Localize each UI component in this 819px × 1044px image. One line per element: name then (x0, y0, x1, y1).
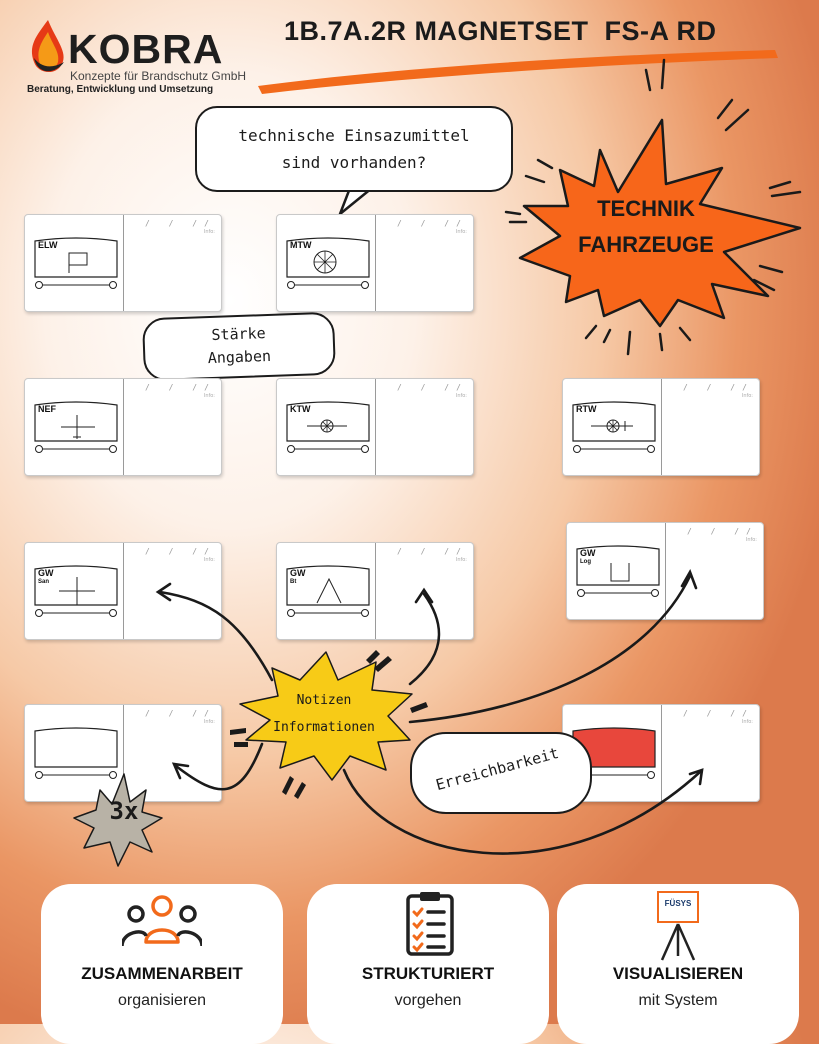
card-slashes: / / // (687, 527, 758, 536)
card-info-label: Info: (203, 719, 215, 725)
card-slashes: / / // (145, 709, 216, 718)
speech-bubble-technik: technische Einsazumittel sind vorhanden? (195, 106, 513, 192)
logo-wordmark: KOBRA (68, 26, 224, 72)
vehicle-label: MTW (290, 240, 312, 250)
card-info-label: Info: (745, 537, 757, 543)
vehicle-label: KTW (290, 404, 311, 414)
feature-title: ZUSAMMENARBEIT (81, 964, 243, 983)
vehicle-card-blank: / / // Info: (24, 704, 222, 802)
card-info-label: Info: (203, 229, 215, 235)
easel-brand-text: FÜSYS (665, 899, 692, 908)
card-info-label: Info: (741, 719, 753, 725)
vehicle-label: ELW (38, 240, 58, 250)
card-info-label: Info: (455, 393, 467, 399)
feature-title: STRUKTURIERT (361, 964, 495, 983)
card-info-label: Info: (203, 393, 215, 399)
card-slashes: / / // (683, 709, 754, 718)
count-badge: 3x (109, 797, 139, 825)
team-icon (122, 895, 202, 947)
vehicle-label: NEF (38, 404, 56, 414)
vehicle-card-mtw: / / // Info: MTW (276, 214, 474, 312)
feature-subtitle: mit System (638, 992, 718, 1009)
logo-subtitle: Konzepte für Brandschutz GmbH (70, 69, 247, 83)
card-slashes: / / // (145, 219, 216, 228)
informationen-label: Informationen (273, 720, 375, 735)
feature-card-zusammenarbeit: ZUSAMMENARBEIT organisieren (41, 884, 283, 1044)
vehicle-label: RTW (576, 404, 597, 414)
bubble-text: Erreichbarkeit (433, 743, 561, 795)
speech-bubble-staerke: Stärke Angaben (141, 311, 337, 382)
card-slashes: / / // (145, 547, 216, 556)
bubble-text: sind vorhanden? (281, 153, 427, 172)
page-title: 1B.7A.2R MAGNETSET FS-A RD (284, 16, 717, 46)
notizen-label: Notizen (296, 693, 352, 708)
card-slashes: / / // (397, 383, 468, 392)
feature-card-strukturiert: STRUKTURIERT vorgehen (307, 884, 549, 1044)
vehicle-card-nef: / / // Info: NEF (24, 378, 222, 476)
card-info-label: Info: (455, 557, 467, 563)
card-slashes: / / // (145, 383, 216, 392)
vehicle-card-ktw: / / // Info: KTW (276, 378, 474, 476)
card-info-label: Info: (455, 229, 467, 235)
speech-bubble-erreichbarkeit: Erreichbarkeit (410, 732, 592, 814)
easel-board-icon: FÜSYS (657, 891, 699, 961)
clipboard-checklist-icon (406, 892, 454, 956)
card-slashes: / / // (683, 383, 754, 392)
feature-subtitle: vorgehen (394, 992, 462, 1009)
fahrzeuge-label: FAHRZEUGE (578, 232, 714, 257)
vehicle-card-rtw: / / // Info: RTW (562, 378, 760, 476)
logo-tagline: Beratung, Entwicklung und Umsetzung (27, 84, 214, 95)
feature-card-visualisieren: FÜSYS VISUALISIEREN mit System (557, 884, 799, 1044)
bubble-text: technische Einsazumittel (238, 126, 470, 145)
flame-logo-icon (31, 20, 64, 73)
card-slashes: / / // (397, 219, 468, 228)
card-slashes: / / // (397, 547, 468, 556)
feature-subtitle: organisieren (117, 992, 207, 1009)
card-info-label: Info: (741, 393, 753, 399)
vehicle-card-elw: / / // Info: ELW (24, 214, 222, 312)
card-info-label: Info: (203, 557, 215, 563)
vehicle-card-red: / / // Info: (562, 704, 760, 802)
technik-label: TECHNIK (597, 196, 695, 221)
feature-title: VISUALISIEREN (612, 964, 744, 983)
